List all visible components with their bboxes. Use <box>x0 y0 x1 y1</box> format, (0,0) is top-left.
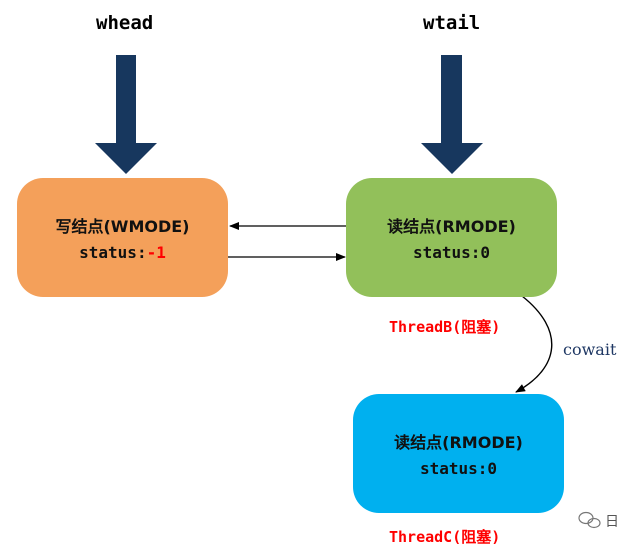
wtail-pointer-arrow <box>421 55 483 174</box>
status-value: -1 <box>146 243 166 262</box>
node-status: status:0 <box>413 243 490 262</box>
status-label: status: <box>79 243 147 262</box>
whead-pointer-arrow <box>95 55 157 174</box>
cowait-arrow <box>515 295 553 393</box>
watermark-text: 日 <box>605 514 619 530</box>
status-value: 0 <box>480 243 491 262</box>
status-value: 0 <box>487 459 498 478</box>
status-label: status: <box>419 459 488 478</box>
whead-label: whead <box>96 12 154 34</box>
node-status: status:0 <box>420 459 497 478</box>
cowait-label: cowait <box>563 340 617 359</box>
wechat-icon <box>578 511 601 529</box>
status-label: status: <box>412 243 481 262</box>
node-status: status:-1 <box>79 243 166 262</box>
thread-c-label: ThreadC(阻塞) <box>389 528 501 546</box>
node-title: 读结点(RMODE) <box>394 433 523 452</box>
wtail-label: wtail <box>423 12 481 34</box>
write-node: 写结点(WMODE) status:-1 <box>17 178 228 297</box>
read-node-b: 读结点(RMODE) status:0 <box>346 178 557 297</box>
thread-b-label: ThreadB(阻塞) <box>389 318 501 336</box>
node-title: 写结点(WMODE) <box>55 217 190 236</box>
read-node-c: 读结点(RMODE) status:0 <box>353 394 564 513</box>
node-title: 读结点(RMODE) <box>387 217 516 236</box>
